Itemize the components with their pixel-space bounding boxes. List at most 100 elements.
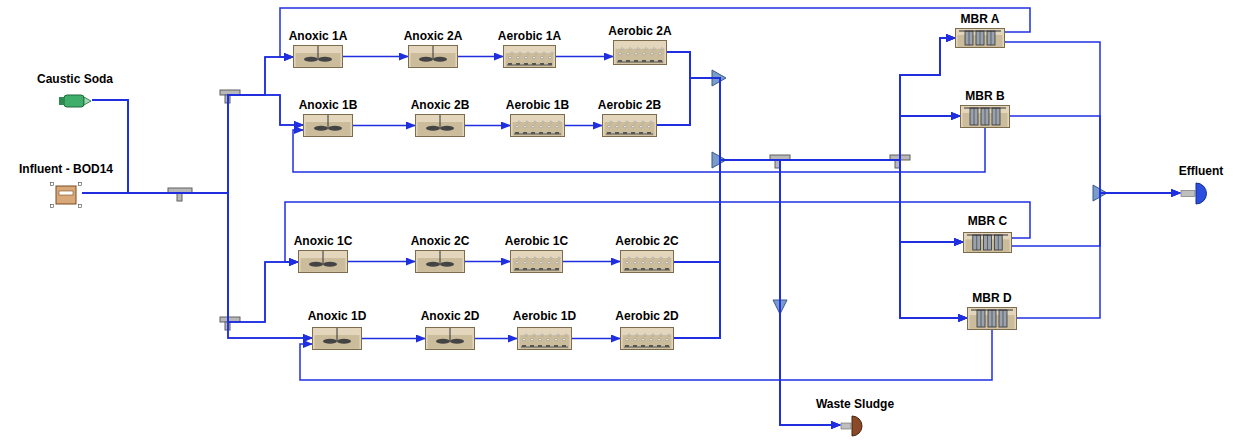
flow-line	[674, 116, 960, 338]
aerobic-unit: Aerobic 1A	[496, 29, 564, 68]
splitter-symbol	[177, 193, 182, 201]
unit-label: Caustic Soda	[35, 72, 116, 86]
flow-line	[667, 52, 963, 242]
unit-label: Anoxic 2B	[409, 98, 472, 112]
flow-line	[92, 100, 298, 322]
unit-label: Anoxic 1B	[297, 98, 360, 112]
unit-label: Effluent	[1177, 164, 1226, 178]
flow-line	[82, 95, 303, 193]
anoxic-unit: Anoxic 2A	[402, 29, 465, 68]
caustic-symbol	[58, 92, 92, 110]
flow-line	[667, 52, 967, 318]
unit-label: Anoxic 1A	[287, 29, 350, 43]
unit-label: Influent - BOD14	[17, 162, 116, 176]
anoxic-symbol	[293, 45, 343, 68]
flow-line	[674, 116, 960, 262]
aerobic-symbol	[510, 250, 563, 273]
aerobic-symbol	[503, 45, 556, 68]
aerobic-unit: Aerobic 2D	[613, 309, 681, 350]
unit-label: Aerobic 1B	[504, 98, 572, 112]
unit-label: Anoxic 2D	[419, 309, 482, 323]
aerobic-symbol	[620, 250, 674, 273]
anoxic-symbol	[415, 114, 465, 137]
flow-line	[92, 100, 312, 338]
anoxic-unit: Anoxic 2C	[409, 234, 472, 273]
flow-line	[565, 125, 602, 127]
flow-line	[657, 78, 840, 425]
anoxic-unit: Anoxic 1B	[297, 98, 360, 137]
flow-line	[300, 330, 992, 380]
unit-label: Aerobic 2A	[606, 24, 674, 38]
anoxic-unit: Anoxic 1D	[306, 309, 369, 350]
flow-line	[1012, 193, 1180, 246]
sludge-unit: Waste Sludge	[814, 397, 897, 437]
flow-line	[657, 38, 955, 160]
flow-line	[674, 160, 840, 425]
mbr-symbol	[955, 28, 1005, 48]
influent-symbol	[50, 182, 82, 208]
flow-line	[82, 193, 298, 322]
flow-line	[667, 52, 840, 425]
flow-line	[1005, 42, 1180, 193]
aerobic-symbol	[510, 114, 565, 137]
flow-line	[92, 95, 303, 193]
anoxic-symbol	[312, 327, 362, 350]
aerobic-symbol	[620, 327, 674, 350]
mbr-symbol	[967, 307, 1017, 330]
aerobic-unit: Aerobic 2A	[606, 24, 674, 65]
flow-line	[82, 193, 312, 338]
flow-line	[657, 78, 967, 318]
eff-unit: Effluent	[1177, 164, 1226, 205]
unit-label: Aerobic 1C	[503, 234, 571, 248]
flow-line	[92, 57, 293, 193]
flow-line	[572, 338, 620, 340]
flow-line	[353, 125, 415, 127]
flow-line	[1010, 116, 1180, 193]
aerobic-unit: Aerobic 1D	[511, 309, 579, 350]
flow-line	[556, 56, 613, 58]
anoxic-symbol	[303, 114, 353, 137]
anoxic-unit: Anoxic 1A	[287, 29, 350, 68]
mbr-unit: MBR B	[958, 89, 1012, 128]
caustic-unit: Caustic Soda	[35, 72, 116, 110]
mbr-unit: MBR D	[965, 291, 1019, 330]
aerobic-symbol	[517, 327, 572, 350]
flow-line	[362, 338, 425, 340]
aerobic-symbol	[602, 114, 657, 137]
unit-label: Anoxic 2C	[409, 234, 472, 248]
aerobic-unit: Aerobic 2B	[596, 98, 664, 137]
anoxic-unit: Anoxic 1C	[292, 234, 355, 273]
flow-line	[465, 125, 510, 127]
unit-label: MBR C	[961, 214, 1014, 228]
flow-line	[674, 160, 967, 318]
unit-label: MBR D	[965, 291, 1019, 305]
unit-label: Aerobic 1A	[496, 29, 564, 43]
unit-label: Anoxic 2A	[402, 29, 465, 43]
flow-line	[674, 160, 840, 425]
flow-line	[667, 38, 955, 160]
flow-line	[674, 160, 963, 338]
flow-line	[674, 38, 955, 338]
flow-line	[343, 56, 408, 58]
unit-label: Aerobic 1D	[511, 309, 579, 323]
flow-line	[348, 261, 415, 263]
unit-label: MBR A	[953, 12, 1007, 26]
flow-line	[458, 56, 503, 58]
flow-line	[1017, 193, 1180, 318]
mbr-unit: MBR C	[961, 214, 1014, 253]
flow-line	[82, 57, 293, 193]
unit-label: Anoxic 1C	[292, 234, 355, 248]
unit-label: Waste Sludge	[814, 397, 897, 411]
anoxic-unit: Anoxic 2D	[419, 309, 482, 350]
flow-line	[674, 38, 955, 262]
flow-line	[674, 160, 967, 338]
aerobic-unit: Aerobic 1C	[503, 234, 571, 273]
unit-label: Anoxic 1D	[306, 309, 369, 323]
anoxic-unit: Anoxic 2B	[409, 98, 472, 137]
unit-label: MBR B	[958, 89, 1012, 103]
anoxic-symbol	[298, 250, 348, 273]
aerobic-symbol	[613, 40, 667, 65]
unit-label: Aerobic 2D	[613, 309, 681, 323]
